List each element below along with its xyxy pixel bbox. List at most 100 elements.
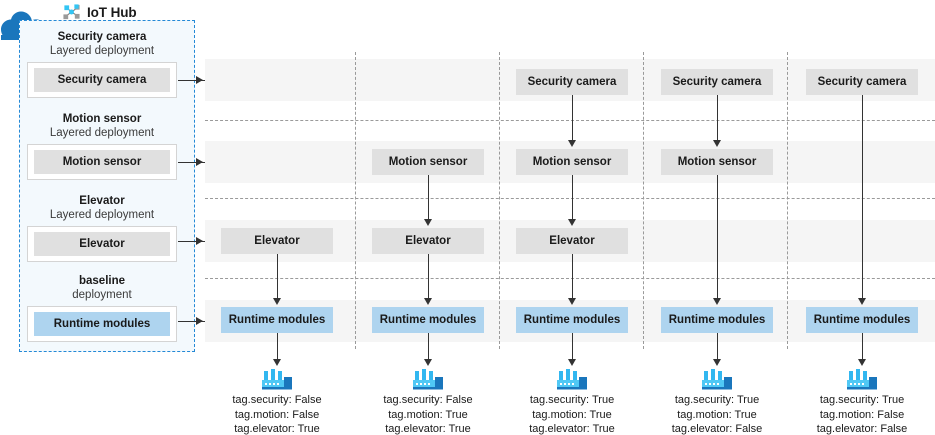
deployment-module: Motion sensor	[34, 150, 170, 174]
module-box-runtime-modules[interactable]: Runtime modules	[516, 307, 628, 333]
deployment-card: Security camera	[27, 62, 177, 98]
tag-motion: tag.motion: True	[532, 408, 612, 421]
tag-motion: tag.motion: True	[388, 408, 468, 421]
connector-elevator-to-runtime	[428, 254, 429, 299]
connector-arrowhead	[423, 298, 432, 305]
connector-arrowhead	[567, 359, 576, 366]
deployment-module: Security camera	[34, 68, 170, 92]
device-tags: tag.security: False tag.motion: True tag…	[353, 393, 503, 435]
row-divider	[205, 198, 935, 199]
connector-runtime-to-device	[277, 333, 278, 360]
module-box-elevator[interactable]: Elevator	[372, 228, 484, 254]
connector-runtime-to-device	[572, 333, 573, 360]
deployment-name: Elevator	[79, 195, 125, 207]
factory-icon	[847, 369, 877, 390]
factory-icon	[557, 369, 587, 390]
deployment-type: deployment	[72, 289, 132, 301]
module-box-runtime-modules[interactable]: Runtime modules	[661, 307, 773, 333]
hub-to-grid-connector	[178, 241, 206, 242]
deployment-card: Elevator	[27, 226, 177, 262]
module-box-elevator[interactable]: Elevator	[221, 228, 333, 254]
connector-security-to-motion	[717, 95, 718, 141]
deployment-group-elevator[interactable]: Elevator Layered deployment Elevator	[27, 194, 177, 262]
tag-elevator: tag.elevator: True	[529, 423, 615, 435]
factory-icon	[262, 369, 292, 390]
deployment-name: baseline	[78, 275, 126, 287]
hub-to-grid-connector	[178, 321, 206, 322]
hub-to-grid-connector	[178, 80, 206, 81]
tag-elevator: tag.elevator: True	[385, 423, 471, 435]
connector-arrowhead	[712, 140, 721, 147]
column-divider	[355, 52, 356, 349]
module-box-security-camera[interactable]: Security camera	[516, 69, 628, 95]
hub-to-grid-arrowhead	[196, 75, 203, 84]
deployment-type: Layered deployment	[49, 45, 155, 57]
deployment-module: Elevator	[34, 232, 170, 256]
deployment-group-security-camera[interactable]: Security camera Layered deployment Secur…	[27, 30, 177, 98]
hub-to-grid-arrowhead	[196, 316, 203, 325]
factory-icon	[702, 369, 732, 390]
connector-motion-to-runtime	[717, 175, 718, 299]
tag-security: tag.security: True	[529, 394, 615, 406]
connector-runtime-to-device	[862, 333, 863, 360]
deployment-card: Runtime modules	[27, 306, 177, 342]
deployment-module: Runtime modules	[34, 312, 170, 336]
connector-motion-to-elevator	[572, 175, 573, 220]
module-box-security-camera[interactable]: Security camera	[661, 69, 773, 95]
iot-hub-header: IoT Hub	[62, 1, 137, 23]
connector-security-to-runtime	[862, 95, 863, 299]
deployment-name: Motion sensor	[62, 113, 142, 125]
connector-arrowhead	[857, 359, 866, 366]
tag-motion: tag.motion: False	[819, 408, 905, 421]
column-divider	[787, 52, 788, 349]
connector-elevator-to-runtime	[572, 254, 573, 299]
connector-arrowhead	[712, 359, 721, 366]
connector-arrowhead	[567, 219, 576, 226]
device-tags: tag.security: True tag.motion: True tag.…	[642, 393, 792, 435]
row-divider	[205, 278, 935, 279]
module-box-runtime-modules[interactable]: Runtime modules	[372, 307, 484, 333]
connector-arrowhead	[272, 359, 281, 366]
module-box-security-camera[interactable]: Security camera	[806, 69, 918, 95]
row-divider	[205, 120, 935, 121]
iot-hub-icon	[63, 3, 80, 19]
module-box-motion-sensor[interactable]: Motion sensor	[516, 149, 628, 175]
tag-security: tag.security: False	[383, 394, 473, 406]
connector-arrowhead	[712, 298, 721, 305]
factory-icon	[413, 369, 443, 390]
deployment-group-motion-sensor[interactable]: Motion sensor Layered deployment Motion …	[27, 112, 177, 180]
connector-arrowhead	[423, 359, 432, 366]
deployment-type: Layered deployment	[49, 127, 155, 139]
connector-arrowhead	[272, 298, 281, 305]
device-tags: tag.security: False tag.motion: False ta…	[202, 393, 352, 435]
device-tags: tag.security: True tag.motion: True tag.…	[497, 393, 647, 435]
tag-security: tag.security: True	[819, 394, 905, 406]
module-box-runtime-modules[interactable]: Runtime modules	[806, 307, 918, 333]
module-box-runtime-modules[interactable]: Runtime modules	[221, 307, 333, 333]
connector-arrowhead	[567, 298, 576, 305]
module-box-elevator[interactable]: Elevator	[516, 228, 628, 254]
module-box-motion-sensor[interactable]: Motion sensor	[372, 149, 484, 175]
connector-arrowhead	[857, 298, 866, 305]
column-divider	[499, 52, 500, 349]
connector-arrowhead	[423, 219, 432, 226]
hub-to-grid-arrowhead	[196, 236, 203, 245]
tag-elevator: tag.elevator: False	[671, 423, 763, 435]
deployment-name: Security camera	[57, 31, 147, 43]
deployment-card: Motion sensor	[27, 144, 177, 180]
tag-security: tag.security: False	[232, 394, 322, 406]
hub-to-grid-connector	[178, 162, 206, 163]
connector-elevator-to-runtime	[277, 254, 278, 299]
connector-motion-to-elevator	[428, 175, 429, 220]
connector-runtime-to-device	[428, 333, 429, 360]
module-box-motion-sensor[interactable]: Motion sensor	[661, 149, 773, 175]
tag-motion: tag.motion: True	[677, 408, 757, 421]
column-divider	[643, 52, 644, 349]
deployment-type: Layered deployment	[49, 209, 155, 221]
connector-arrowhead	[567, 140, 576, 147]
deployment-group-baseline[interactable]: baseline deployment Runtime modules	[27, 274, 177, 342]
tag-motion: tag.motion: False	[234, 408, 320, 421]
tag-elevator: tag.elevator: True	[234, 423, 320, 435]
device-tags: tag.security: True tag.motion: False tag…	[787, 393, 935, 435]
